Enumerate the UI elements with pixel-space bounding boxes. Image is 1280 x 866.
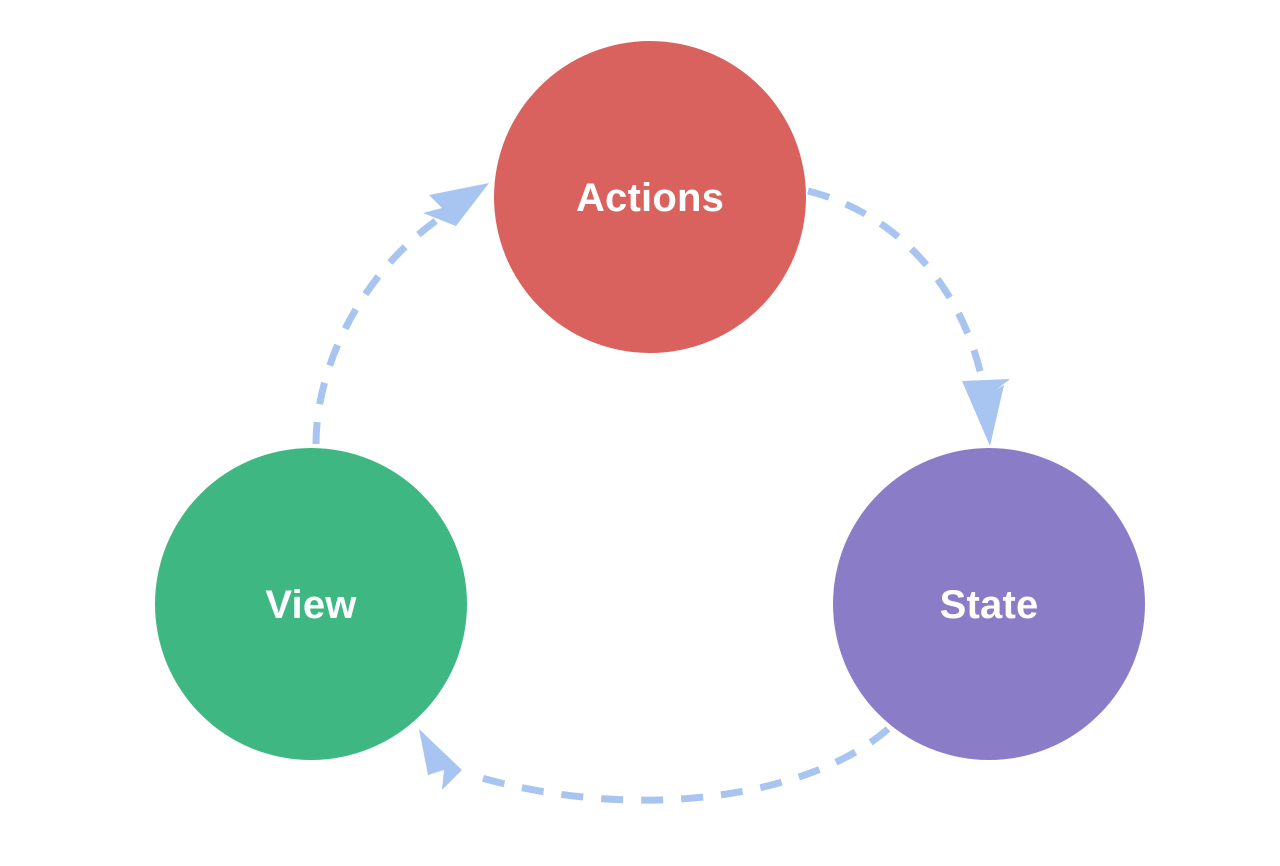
edge-view-to-actions-arrowhead-icon (423, 183, 489, 226)
node-state-label: State (940, 583, 1039, 627)
edge-state-to-view-arrowhead-icon (419, 729, 462, 790)
nodes-layer: Actions View State (155, 41, 1145, 760)
edge-actions-to-state-path (807, 187, 987, 385)
node-view-label: View (265, 583, 357, 627)
edge-state-to-view-path (477, 726, 891, 804)
node-state[interactable]: State (833, 448, 1145, 760)
edge-actions-to-state[interactable] (807, 187, 1010, 446)
node-actions[interactable]: Actions (494, 41, 806, 353)
edge-actions-to-state-arrowhead-icon (962, 379, 1010, 446)
node-view-circle[interactable] (155, 448, 467, 760)
edges-layer (312, 183, 1010, 804)
edge-state-to-view[interactable] (419, 726, 891, 804)
node-actions-circle[interactable] (494, 41, 806, 353)
node-state-circle[interactable] (833, 448, 1145, 760)
edge-view-to-actions-path (312, 207, 454, 445)
node-view[interactable]: View (155, 448, 467, 760)
edge-view-to-actions[interactable] (312, 183, 489, 445)
node-actions-label: Actions (576, 176, 724, 220)
